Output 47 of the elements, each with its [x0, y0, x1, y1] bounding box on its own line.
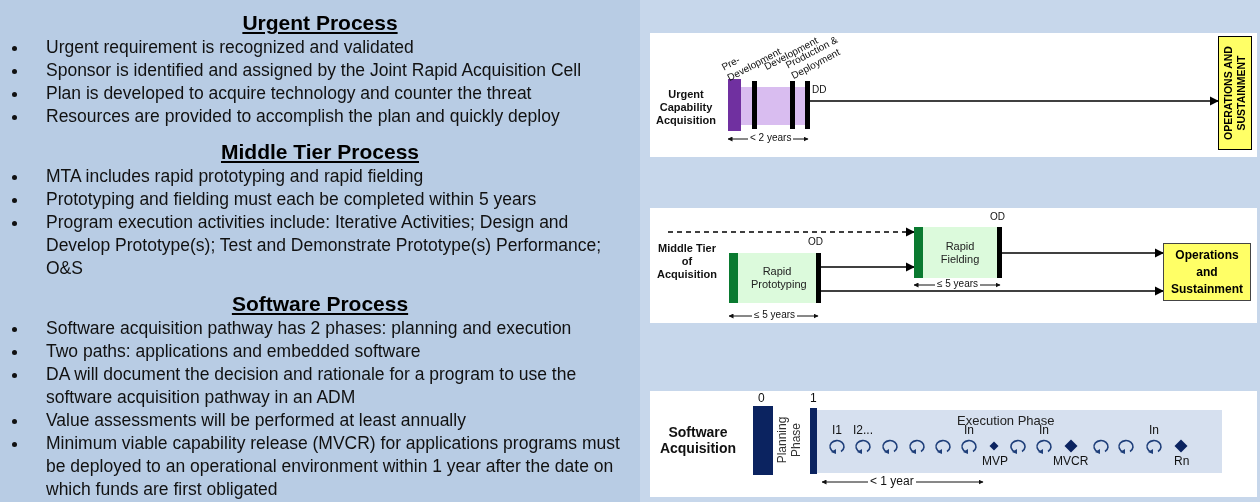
- bullet-item: Prototyping and fielding must each be completed within 5 years: [0, 188, 640, 211]
- milestone-label: DD: [812, 84, 827, 95]
- phase-label: Planning Phase: [775, 415, 803, 466]
- arrow: [1001, 248, 1164, 258]
- iteration-label: In: [1149, 423, 1159, 437]
- box-label: OPERATIONS AND SUSTAINMENT: [1222, 45, 1248, 142]
- bullet-item: Plan is developed to acquire technology and counter the threat: [0, 82, 640, 105]
- outcome-box: [1218, 36, 1252, 150]
- dimension-label: ≤ 5 years: [752, 309, 798, 321]
- milestone-label: MVCR: [1053, 454, 1089, 468]
- bullet-item: Sponsor is identified and assigned by the Joint Rapid Acquisition Cell: [0, 59, 640, 82]
- milestone-label: OD: [808, 236, 823, 247]
- box-label: Operations and Sustainment: [1170, 246, 1244, 298]
- arrow: [809, 96, 1219, 106]
- arrow: [820, 262, 915, 272]
- section-heading: Middle Tier Process: [220, 139, 420, 165]
- milestone-bar: [805, 81, 810, 129]
- row-label: Software Acquisition: [658, 424, 738, 456]
- bullet-item: Minimum viable capability release (MVCR) for applications programs must be deployed to an operational environment within 1 year after the date on which funds are first obligated: [0, 432, 640, 501]
- phase-box: [914, 227, 1002, 278]
- bullet-item: DA will document the decision and rationale for a program to use the software acquisition pathway in an ADM: [0, 363, 640, 409]
- milestone-label: OD: [990, 211, 1005, 222]
- bullet-item: Value assessments will be performed at least annually: [0, 409, 640, 432]
- bullet-item: Urgent requirement is recognized and validated: [0, 36, 640, 59]
- row-label: Middle Tier of Acquisition: [656, 242, 718, 281]
- section-heading: Urgent Process: [241, 10, 399, 36]
- dashed-arrow: [667, 227, 915, 237]
- dimension-label: ≤ 5 years: [935, 278, 981, 290]
- milestone-label: MVP: [982, 454, 1008, 468]
- phase-box: [729, 253, 821, 303]
- row-label: Urgent Capability Acquisition: [655, 88, 717, 127]
- bullet-item: Software acquisition pathway has 2 phases: planning and execution: [0, 317, 640, 340]
- iteration-label: I1: [832, 423, 842, 437]
- milestone-label: 1: [810, 391, 817, 405]
- milestone-label: 0: [758, 391, 765, 405]
- phase-band: [817, 410, 1222, 473]
- bullet-item: Two paths: applications and embedded software: [0, 340, 640, 363]
- phase-label: Rapid Fielding: [939, 239, 981, 266]
- bullet-item: MTA includes rapid prototyping and rapid fielding: [0, 165, 640, 188]
- outcome-box: [1163, 243, 1251, 301]
- dimension-label: < 2 years: [748, 132, 794, 144]
- bullet-item: Resources are provided to accomplish the plan and quickly deploy: [0, 105, 640, 128]
- iteration-label: I2...: [853, 423, 873, 437]
- arrow: [820, 286, 1164, 296]
- bullet-item: Program execution activities include: Iterative Activities; Design and Develop Prototype(s); Test and Demonstrate Prototype(s) Performance; O&S: [0, 211, 640, 280]
- milestone-label: Rn: [1174, 454, 1190, 468]
- section-heading: Software Process: [230, 291, 410, 317]
